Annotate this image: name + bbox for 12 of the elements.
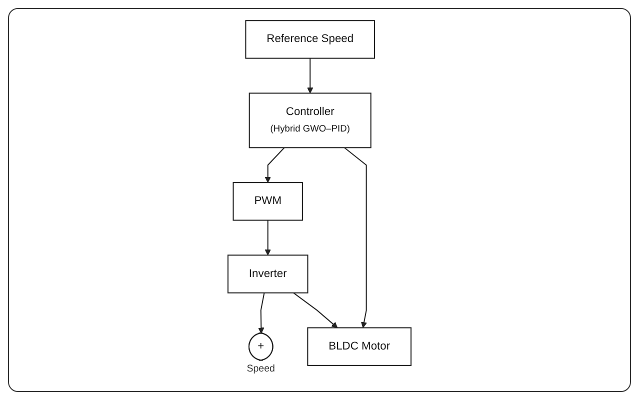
node-box: BLDC Motor	[307, 327, 412, 366]
node-caption: Speed	[246, 363, 275, 374]
node-box: PWM	[232, 182, 303, 221]
arrow	[264, 147, 285, 183]
arrow	[344, 147, 368, 328]
node-box: Controller (Hybrid GWO–PID)	[248, 92, 372, 148]
node-box: Inverter	[227, 254, 308, 294]
node-box: Reference Speed	[245, 20, 376, 59]
arrow	[293, 292, 338, 328]
arrow	[264, 220, 271, 256]
arrow	[258, 292, 265, 334]
arrow	[307, 58, 314, 94]
